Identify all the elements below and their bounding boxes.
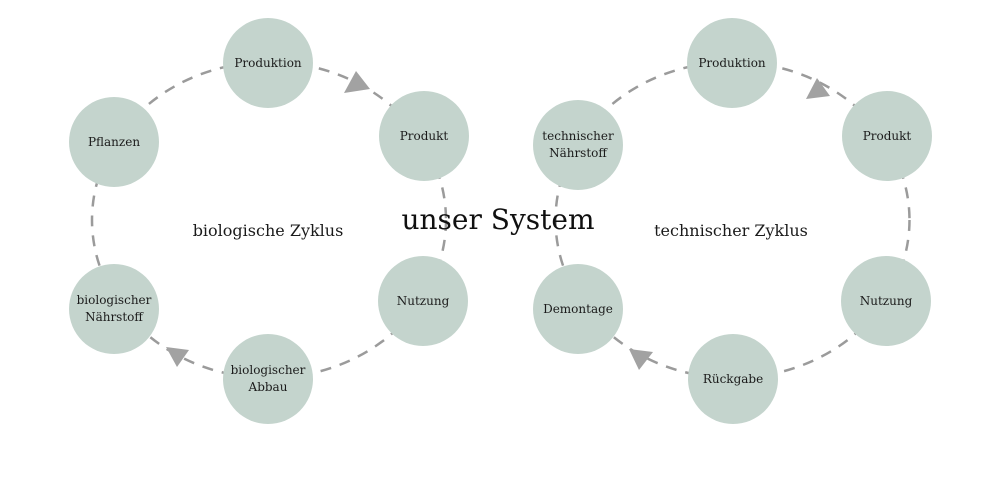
tech-cycle-label: technischer Zyklus — [654, 221, 808, 240]
node-label: Pflanzen — [87, 134, 141, 149]
bio-node-biologischer-abbau: biologischer Abbau — [223, 334, 313, 424]
tech-node-produkt: Produkt — [842, 91, 932, 181]
bio-node-biologischer-naehrstoff: biologischer Nährstoff — [69, 264, 159, 354]
page-title: unser System — [401, 203, 595, 236]
node-label: biologischer Nährstoff — [76, 293, 152, 324]
node-label: technischer Nährstoff — [542, 129, 614, 160]
bio-flow-arrow-bottom-icon — [166, 347, 189, 367]
tech-flow-arrow-top-icon — [806, 78, 830, 99]
tech-node-nutzung: Nutzung — [841, 256, 931, 346]
node-label: Demontage — [543, 301, 613, 316]
node-label: Produkt — [862, 128, 912, 143]
bio-node-produkt: Produkt — [379, 91, 469, 181]
bio-cycle-label: biologische Zyklus — [192, 221, 344, 240]
node-label: Nutzung — [396, 293, 450, 308]
tech-flow-arrow-bottom-icon — [629, 349, 653, 370]
node-label: Produkt — [399, 128, 449, 143]
bio-node-produktion: Produktion — [223, 18, 313, 108]
bio-flow-arrow-top-icon — [344, 71, 370, 93]
node-label: Produktion — [698, 55, 766, 70]
node-label: Nutzung — [859, 293, 913, 308]
tech-node-technischer-naehrstoff: technischer Nährstoff — [533, 100, 623, 190]
tech-node-demontage: Demontage — [533, 264, 623, 354]
tech-node-rueckgabe: Rückgabe — [688, 334, 778, 424]
bio-node-nutzung: Nutzung — [378, 256, 468, 346]
tech-node-produktion: Produktion — [687, 18, 777, 108]
node-label: Rückgabe — [702, 371, 764, 386]
bio-node-pflanzen: Pflanzen — [69, 97, 159, 187]
node-label: Produktion — [234, 55, 302, 70]
node-label: biologischer Abbau — [230, 363, 306, 394]
